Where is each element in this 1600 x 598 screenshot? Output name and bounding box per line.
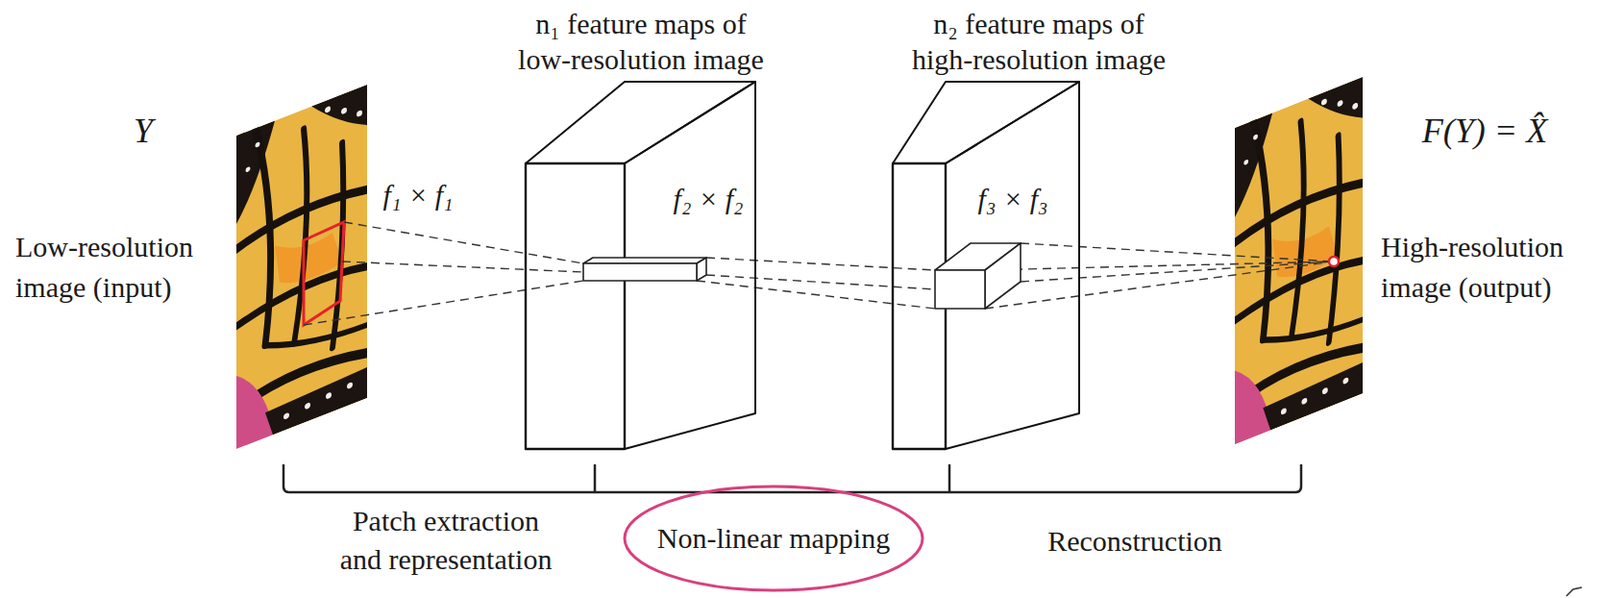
filter-slab-side xyxy=(696,257,707,281)
ellipse-outline xyxy=(624,486,923,591)
filter-size: f₁ × f₁ xyxy=(383,177,454,213)
input-image xyxy=(231,82,371,451)
block-heading: n₁ feature maps of low-resolution image xyxy=(487,5,795,77)
stage-name: Patch extraction and representation xyxy=(331,501,561,579)
stage-name: Reconstruction xyxy=(1047,523,1223,559)
feature-map-block: n₁ feature maps of low-resolution imagef… xyxy=(525,81,756,449)
filter-cube-side xyxy=(984,243,1021,309)
block-top xyxy=(892,81,1080,164)
input-symbol: Y xyxy=(133,110,153,152)
filter-size: f₂ × f₂ xyxy=(670,182,747,216)
filter-slab xyxy=(583,257,707,281)
filter-cube xyxy=(935,243,1021,309)
block-outline xyxy=(525,81,756,449)
filter-slab-front xyxy=(583,263,697,281)
input-patch xyxy=(303,221,345,325)
image-caption: High-resolution image (output) xyxy=(1380,226,1597,308)
output-formula: F(Y) = X̂ xyxy=(1422,110,1548,152)
filter-cube-front xyxy=(935,270,985,309)
block-heading: n₂ feature maps of high-resolution image xyxy=(885,5,1193,77)
feature-map-block: n₂ feature maps of high-resolution image… xyxy=(892,81,1080,449)
node-outline xyxy=(892,81,1080,449)
node-outline xyxy=(525,81,756,449)
corner-mark xyxy=(1566,587,1582,596)
output-image xyxy=(1230,74,1367,446)
image-caption: Low-resolution image (input) xyxy=(15,226,235,308)
output-pixel xyxy=(1329,256,1339,267)
block-outline xyxy=(892,81,1080,449)
filter-size: f₃ × f₃ xyxy=(975,182,1052,216)
highlight-ellipse: Non-linear mapping xyxy=(622,484,925,592)
stage-name: Non-linear mapping xyxy=(657,520,890,556)
projection-lines xyxy=(303,221,1334,325)
block-front xyxy=(525,163,625,449)
filter-slab-top xyxy=(583,257,707,264)
block-top xyxy=(525,81,756,164)
